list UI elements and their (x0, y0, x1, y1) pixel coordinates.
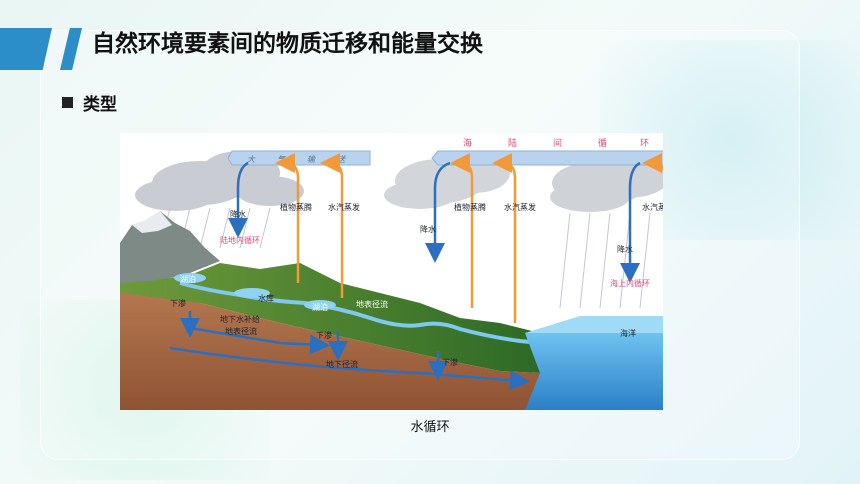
label-ocean: 海洋 (620, 328, 636, 338)
sea-land-cycle-band (431, 150, 663, 166)
label-groundwater-runoff: 地下径流 (326, 359, 358, 369)
cycle-char: 海 (463, 137, 472, 149)
label-lake-2: 湖泊 (312, 302, 328, 312)
title-bar (0, 12, 860, 70)
evaporation-arrow-1 (320, 153, 344, 298)
wind-left-char: 大 (247, 155, 256, 164)
evaporation-arrow-sea (642, 153, 663, 174)
ocean-front (525, 333, 663, 410)
cycle-char: 陆 (508, 137, 517, 149)
label-groundwater-recharge-2: 地表径流 (225, 326, 257, 336)
rain-right (559, 212, 651, 309)
label-transpiration-2: 植物蒸腾 (454, 202, 486, 212)
section-heading: 类型 (62, 90, 117, 115)
precip-arrow-land (228, 161, 249, 238)
label-land-cycle: 陆地内循环 (220, 235, 260, 245)
label-precip-sea: 降水 (617, 244, 633, 254)
label-precip-mid: 降水 (420, 224, 436, 234)
label-evaporation-1: 水汽蒸发 (328, 202, 360, 212)
lake-middle (304, 300, 336, 310)
label-sea-cycle: 海上内循环 (610, 278, 650, 288)
groundwater-flow-upper (189, 326, 330, 355)
wind-left-char: 送 (337, 155, 346, 164)
label-precip-land: 降水 (230, 209, 246, 219)
label-infiltration-1: 下渗 (170, 298, 186, 308)
precip-arrow-mid (425, 161, 451, 263)
wind-left-char: 输 (307, 155, 316, 164)
wind-left-char: 气 (277, 155, 286, 164)
label-reservoir: 水库 (258, 293, 274, 303)
cycle-char: 间 (553, 137, 562, 149)
label-evaporation-sea: 水汽蒸发 (642, 202, 663, 212)
transpiration-arrow-2 (450, 153, 474, 308)
ocean-top (525, 316, 663, 333)
vegetation-surface (120, 263, 540, 373)
label-evaporation-2: 水汽蒸发 (504, 202, 536, 212)
label-transpiration-1: 植物蒸腾 (280, 202, 312, 212)
water-cycle-illustration: 大 气 输 送 海 陆 间 循 环 降水 植物蒸腾 水汽蒸发 降水 植物蒸腾 (120, 137, 663, 410)
section-label: 类型 (83, 95, 117, 115)
lake-left (174, 273, 206, 283)
water-cycle-diagram: 大 气 输 送 海 陆 间 循 环 降水 植物蒸腾 水汽蒸发 降水 植物蒸腾 (120, 133, 663, 410)
label-infiltration-3: 下渗 (442, 357, 458, 367)
figure-caption: 水循环 (410, 420, 450, 435)
evaporation-arrow-2 (492, 153, 517, 323)
reservoir-shape (234, 288, 270, 298)
precip-arrow-sea (620, 161, 641, 283)
label-surface-runoff: 地表径流 (356, 299, 388, 309)
page-title: 自然环境要素间的物质迁移和能量交换 (92, 31, 483, 57)
cycle-char: 环 (640, 138, 649, 149)
label-groundwater-recharge-1: 地下水补给 (220, 314, 260, 324)
square-bullet-icon (62, 97, 73, 108)
title-accent-stripe (0, 28, 52, 70)
label-infiltration-2: 下渗 (316, 330, 332, 340)
cycle-char: 循 (598, 137, 607, 149)
snow-peaks (132, 211, 172, 233)
label-lake-1: 湖泊 (180, 274, 196, 284)
transpiration-arrow-1 (275, 153, 300, 283)
groundwater-flow-lower (169, 346, 530, 391)
